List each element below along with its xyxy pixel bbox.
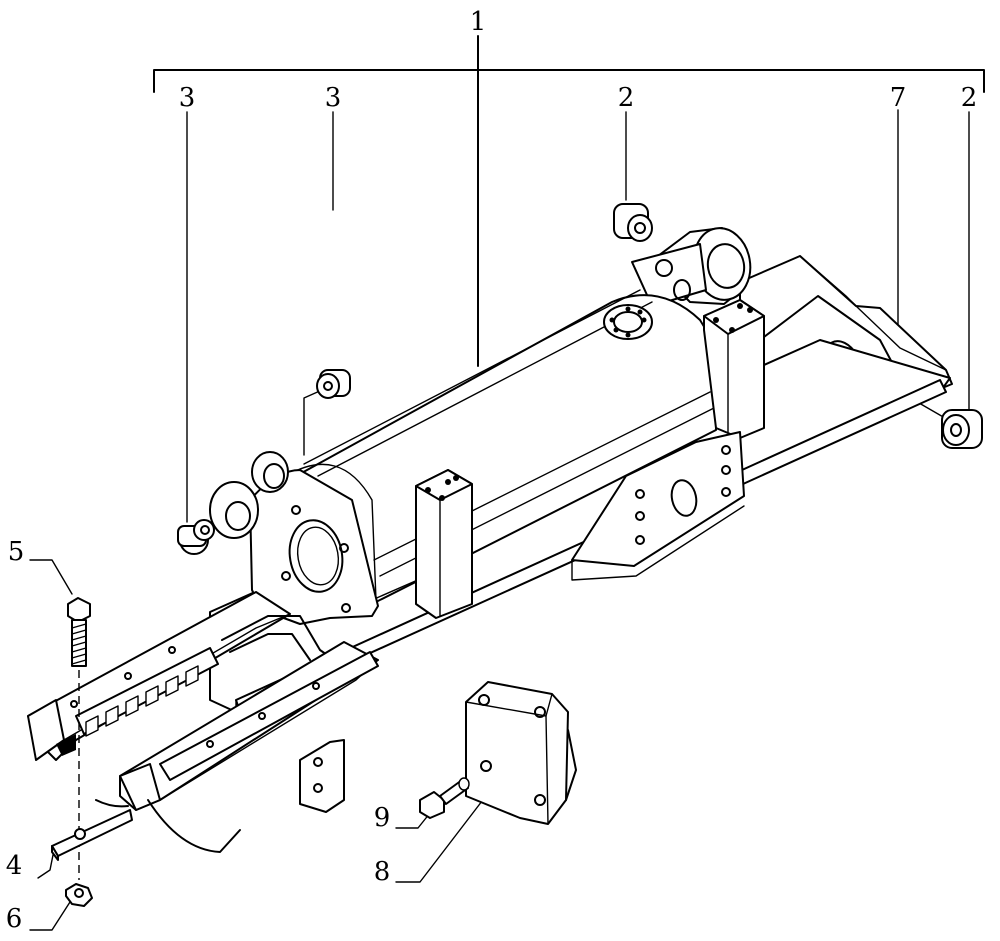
nut-6: [65, 883, 93, 907]
callout-2-rear: 2: [961, 83, 978, 113]
strap-4: [51, 809, 133, 861]
callout-4: 4: [6, 851, 23, 881]
bushing-2-upper: [613, 203, 653, 242]
slot-teeth: [85, 665, 199, 737]
fork-bracket: [27, 591, 379, 853]
cylinder-body: [249, 289, 718, 625]
callout-3-upper: 3: [325, 83, 342, 113]
mounting-column-front: [415, 469, 473, 619]
callout-3-front: 3: [179, 83, 196, 113]
bushing-3-front: [177, 519, 215, 555]
callout-1: 1: [470, 7, 487, 37]
callout-6: 6: [6, 904, 23, 934]
bolt-5-thread: [71, 623, 87, 665]
callout-labels: 1 3 3 2 7 2 5 4 6 9 8: [6, 7, 978, 934]
bushing-2-rear: [941, 409, 983, 449]
front-pivot-eyes: [209, 451, 289, 539]
callout-8: 8: [374, 857, 391, 887]
mounting-column-rear: [703, 299, 765, 439]
callout-7: 7: [890, 83, 907, 113]
callout-9: 9: [374, 803, 391, 833]
bolt-9: [419, 777, 470, 819]
assembly-bracket: [153, 35, 985, 367]
callout-2-upper: 2: [618, 83, 635, 113]
bolt-5: [67, 597, 91, 667]
bushing-3-upper: [316, 369, 351, 399]
side-gusset-plate: [571, 431, 745, 581]
cover-plate-8: [465, 681, 577, 825]
callout-leaders: [29, 109, 970, 931]
upper-pivot-eye: [631, 227, 752, 307]
callout-5: 5: [8, 537, 25, 567]
